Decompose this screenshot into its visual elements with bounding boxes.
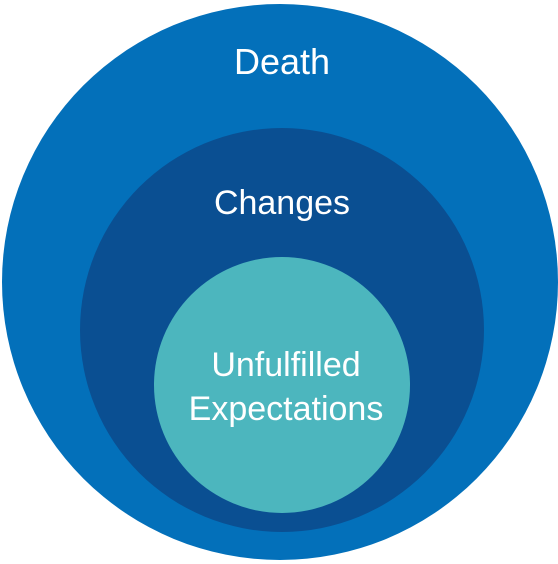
inner-circle-label-line2: Expectations	[189, 390, 384, 428]
inner-circle-label-line1: Unfulfilled	[211, 346, 360, 384]
outer-circle-label: Death	[234, 41, 330, 82]
inner-circle-unfulfilled-expectations	[154, 257, 410, 513]
middle-circle-label: Changes	[214, 184, 350, 222]
